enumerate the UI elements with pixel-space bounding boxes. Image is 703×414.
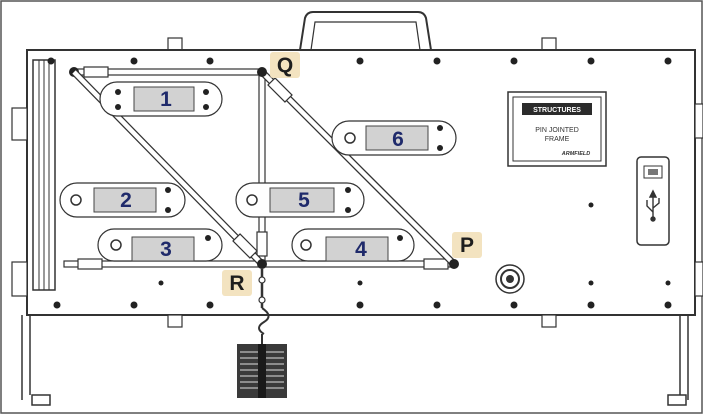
member-label-2: 2: [120, 189, 132, 212]
diagonal-members: [71, 69, 457, 267]
load-cell-plate-4: [291, 228, 415, 262]
node-label-p: P: [460, 234, 474, 257]
circular-connector: [495, 264, 525, 294]
joint-r-pin: [257, 259, 267, 269]
bottom-mounting-tabs: [167, 314, 557, 328]
brand-label: STRUCTURES: [533, 107, 581, 114]
member-label-6: 6: [392, 128, 404, 151]
load-cell-plate-1: [99, 81, 223, 117]
node-label-r-badge: R: [222, 270, 252, 296]
load-cell-plate-6: [331, 120, 457, 156]
load-hanger: [258, 269, 270, 344]
stand-legs: [21, 315, 689, 406]
joint-q-pin: [257, 67, 267, 77]
top-horizontal-member: [69, 66, 265, 78]
load-cell-plate-2: [59, 182, 186, 218]
carry-handle: [299, 11, 432, 51]
product-title-line2: FRAME: [545, 136, 570, 143]
member-label-1: 1: [160, 88, 172, 111]
usb-icon: [646, 189, 660, 222]
node-label-q: Q: [277, 54, 293, 77]
member-label-3: 3: [160, 238, 172, 261]
product-label-plate: STRUCTURES PIN JOINTED FRAME ARMFIELD: [507, 91, 607, 167]
joint-p-pin: [449, 259, 459, 269]
left-support-bar: [32, 59, 56, 291]
node-label-p-badge: P: [452, 232, 482, 258]
node-label-q-badge: Q: [270, 52, 300, 78]
load-cell-plate-3: [97, 228, 223, 262]
node-label-r: R: [229, 272, 244, 295]
weight-stack: [237, 344, 287, 398]
member-label-4: 4: [355, 238, 367, 261]
vertical-member-q-r: [256, 73, 268, 265]
member-label-5: 5: [298, 189, 310, 212]
product-title-line1: PIN JOINTED: [535, 127, 579, 134]
side-hinges: [11, 103, 703, 297]
maker-mark: ARMFIELD: [561, 151, 590, 157]
panel-bolts: [47, 57, 672, 309]
load-cell-plate-5: [235, 182, 365, 218]
top-mounting-tabs: [167, 37, 557, 51]
usb-module: [636, 156, 670, 246]
joint-pins: [257, 67, 459, 269]
